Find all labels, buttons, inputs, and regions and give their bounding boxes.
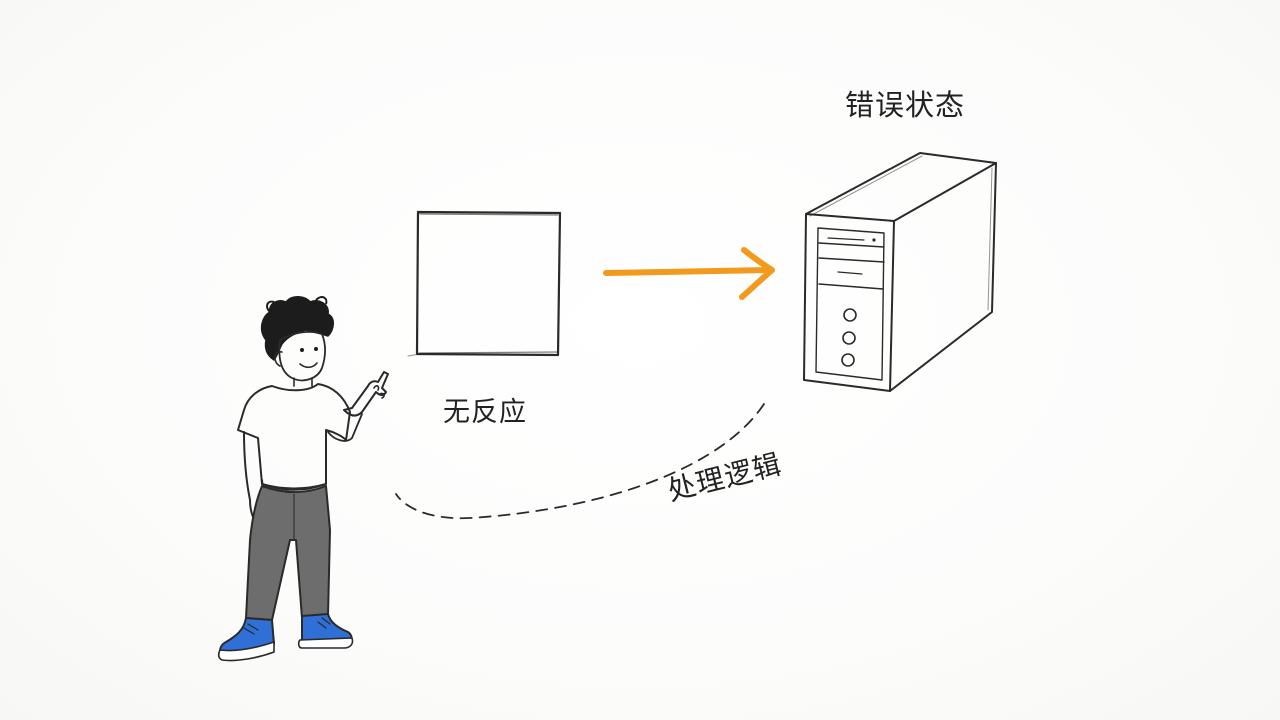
- arrow-right-icon: [603, 247, 775, 300]
- server-tower-icon: [803, 152, 997, 392]
- pointing-person-illustration: [217, 296, 389, 662]
- empty-box: [407, 210, 562, 357]
- no-response-label: 无反应: [443, 397, 527, 428]
- error-state-label: 错误状态: [845, 88, 966, 122]
- dashed-return-path: [395, 403, 765, 520]
